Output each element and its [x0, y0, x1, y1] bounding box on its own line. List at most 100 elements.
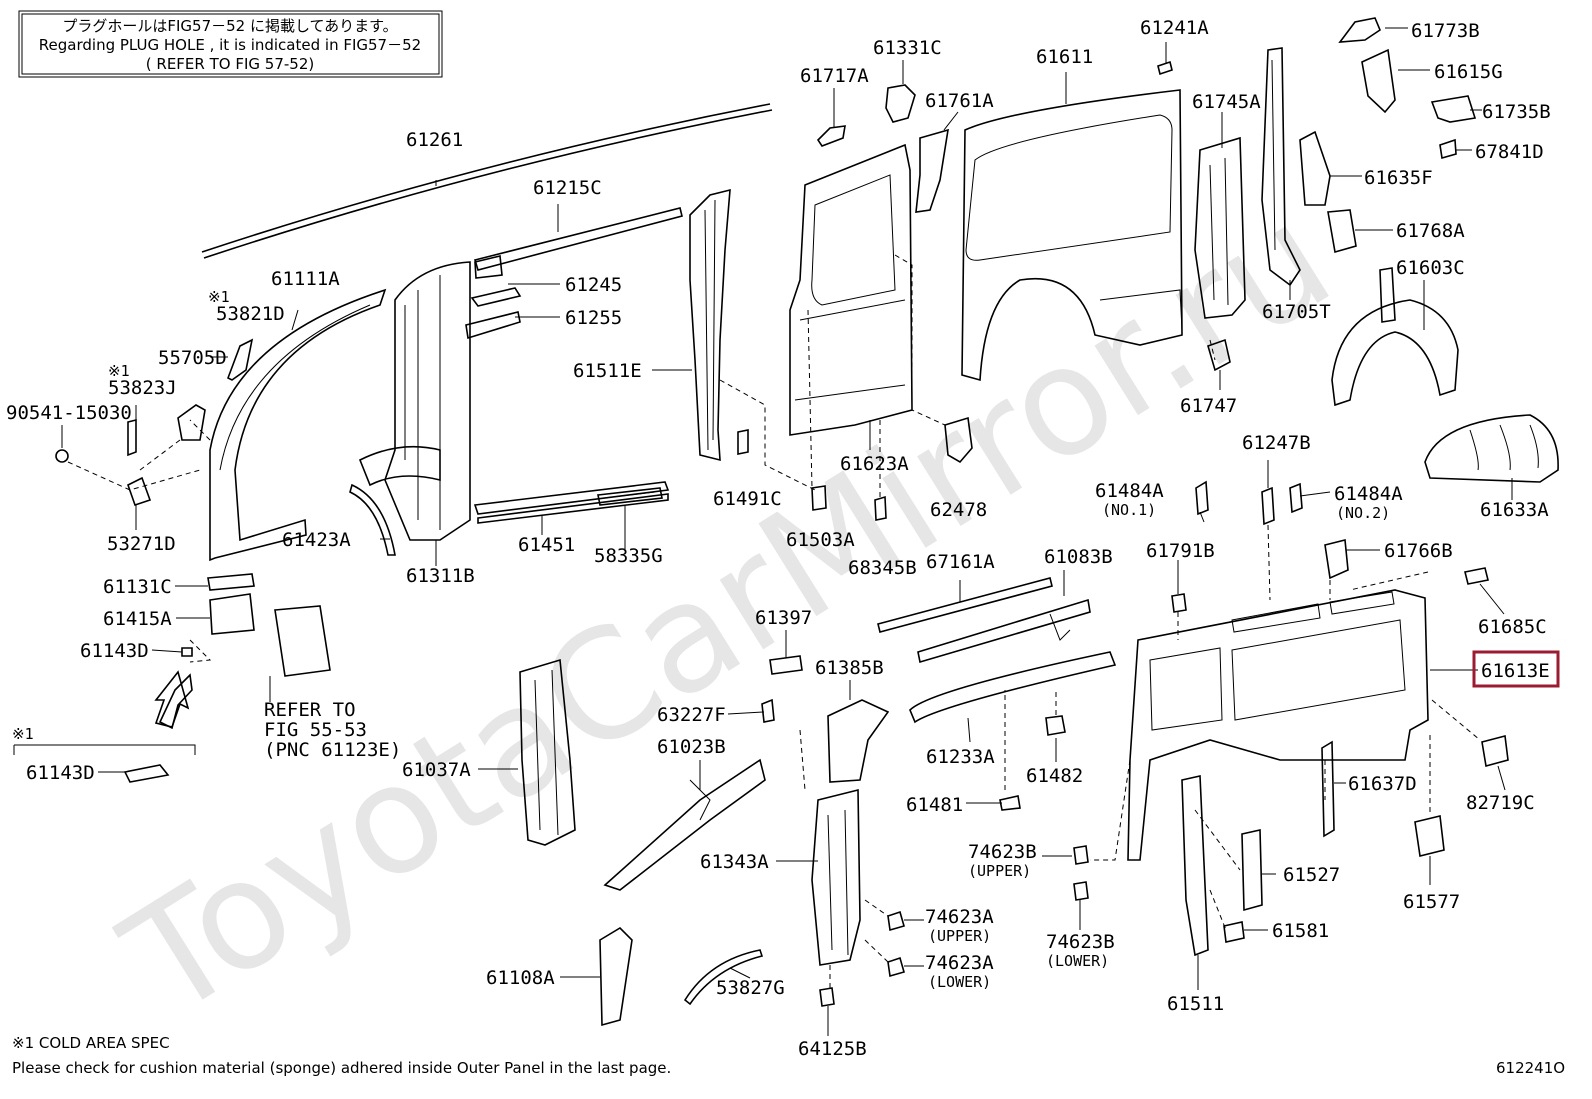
label-61613E[interactable]: 61613E: [1481, 660, 1550, 682]
part-61311B-center-pillar: [358, 261, 471, 541]
label-61581[interactable]: 61581: [1272, 920, 1329, 942]
label-61577[interactable]: 61577: [1403, 891, 1460, 913]
label-61255[interactable]: 61255: [565, 307, 622, 329]
label-61527[interactable]: 61527: [1283, 864, 1340, 886]
label-61791B[interactable]: 61791B: [1146, 540, 1215, 562]
label-74623A-upper[interactable]: 74623A: [925, 906, 994, 928]
label-61484A-no2[interactable]: 61484A: [1334, 483, 1403, 505]
part-61685C-clip: [1464, 567, 1489, 585]
label-61451[interactable]: 61451: [518, 534, 575, 556]
part-61343A-pillar: [811, 788, 861, 966]
label-64125B[interactable]: 64125B: [798, 1038, 867, 1060]
label-61215C[interactable]: 61215C: [533, 177, 602, 199]
label-61023B[interactable]: 61023B: [657, 736, 726, 758]
label-55705D[interactable]: 55705D: [158, 347, 227, 369]
label-61111A[interactable]: 61111A: [271, 268, 340, 290]
label-53821D[interactable]: 53821D: [216, 303, 285, 325]
part-61255-bracket: [465, 311, 521, 340]
part-labels: 61261 61111A ※1 53821D 55705D ※1 53823J …: [6, 17, 1560, 1060]
label-61397[interactable]: 61397: [755, 607, 812, 629]
label-61143D-cold[interactable]: 61143D: [26, 762, 95, 784]
label-61623A[interactable]: 61623A: [840, 453, 909, 475]
part-61484A-clip-2: [1289, 482, 1303, 514]
label-82719C[interactable]: 82719C: [1466, 792, 1535, 814]
part-61768A-bracket: [1327, 209, 1357, 254]
label-61705T[interactable]: 61705T: [1262, 301, 1331, 323]
label-61503A[interactable]: 61503A: [786, 529, 855, 551]
label-61747[interactable]: 61747: [1180, 395, 1237, 417]
label-61615G[interactable]: 61615G: [1434, 61, 1503, 83]
label-61484A-no1-sub: (NO.1): [1102, 501, 1156, 519]
part-61397-bracket: [769, 655, 803, 675]
label-63227F[interactable]: 63227F: [657, 704, 726, 726]
label-61245[interactable]: 61245: [565, 274, 622, 296]
label-61241A[interactable]: 61241A: [1140, 17, 1209, 39]
label-61311B[interactable]: 61311B: [406, 565, 475, 587]
label-61481[interactable]: 61481: [906, 794, 963, 816]
label-74623A-lower-sub: (LOWER): [928, 973, 991, 991]
part-53827G-moulding: [683, 949, 764, 1006]
label-61766B[interactable]: 61766B: [1384, 540, 1453, 562]
label-61685C[interactable]: 61685C: [1478, 616, 1547, 638]
label-61083B[interactable]: 61083B: [1044, 546, 1113, 568]
part-61791B-clip: [1171, 593, 1187, 613]
part-61484A-clip-1: [1195, 480, 1209, 516]
label-61611[interactable]: 61611: [1036, 46, 1093, 68]
label-61131C[interactable]: 61131C: [103, 576, 172, 598]
label-74623B-lower[interactable]: 74623B: [1046, 931, 1115, 953]
part-61481-bracket: [999, 795, 1021, 811]
label-61331C[interactable]: 61331C: [873, 37, 942, 59]
label-61385B[interactable]: 61385B: [815, 657, 884, 679]
label-61633A[interactable]: 61633A: [1480, 499, 1549, 521]
part-61108A-pillar-piece: [599, 926, 633, 1027]
part-61023B-reinforcement: [603, 758, 766, 891]
label-53271D[interactable]: 53271D: [107, 533, 176, 555]
label-61482[interactable]: 61482: [1026, 765, 1083, 787]
label-61108A[interactable]: 61108A: [486, 967, 555, 989]
part-62478-bracket: [944, 416, 973, 464]
part-61482-bracket: [1045, 715, 1066, 736]
label-61603C[interactable]: 61603C: [1396, 257, 1465, 279]
label-61511E[interactable]: 61511E: [573, 360, 642, 382]
label-61343A[interactable]: 61343A: [700, 851, 769, 873]
label-90541-15030[interactable]: 90541-15030: [6, 402, 132, 424]
label-61484A-no1[interactable]: 61484A: [1095, 480, 1164, 502]
label-74623A-lower[interactable]: 74623A: [925, 952, 994, 974]
part-61511E-pillar: [689, 188, 731, 462]
label-67841D[interactable]: 67841D: [1475, 141, 1544, 163]
label-61247B[interactable]: 61247B: [1242, 432, 1311, 454]
label-61735B[interactable]: 61735B: [1482, 101, 1551, 123]
label-74623B-upper[interactable]: 74623B: [968, 841, 1037, 863]
label-61491C[interactable]: 61491C: [713, 488, 782, 510]
label-61484A-no2-sub: (NO.2): [1336, 504, 1390, 522]
label-61511[interactable]: 61511: [1167, 993, 1224, 1015]
label-61717A[interactable]: 61717A: [800, 65, 869, 87]
label-61143D[interactable]: 61143D: [80, 640, 149, 662]
label-61261[interactable]: 61261: [406, 129, 463, 151]
part-61241A-clip: [1157, 60, 1173, 76]
label-58335G[interactable]: 58335G: [594, 545, 663, 567]
cold-area-note: ※1 COLD AREA SPEC: [12, 1034, 170, 1052]
label-61037A[interactable]: 61037A: [402, 759, 471, 781]
label-61233A[interactable]: 61233A: [926, 746, 995, 768]
part-61451-rocker: [473, 481, 670, 524]
label-61745A[interactable]: 61745A: [1192, 91, 1261, 113]
part-61527-bracket: [1241, 829, 1263, 912]
label-53827G[interactable]: 53827G: [716, 977, 785, 999]
label-68345B[interactable]: 68345B: [848, 557, 917, 579]
label-61415A[interactable]: 61415A: [103, 608, 172, 630]
refer-to-line1: REFER TO: [264, 699, 356, 721]
label-61637D[interactable]: 61637D: [1348, 773, 1417, 795]
label-61423A[interactable]: 61423A: [282, 529, 351, 551]
label-61761A[interactable]: 61761A: [925, 90, 994, 112]
highlight-box-61613E: [1472, 650, 1560, 688]
label-61773B[interactable]: 61773B: [1411, 20, 1480, 42]
label-61768A[interactable]: 61768A: [1396, 220, 1465, 242]
label-53823J[interactable]: 53823J: [108, 377, 177, 399]
label-67161A[interactable]: 67161A: [926, 551, 995, 573]
label-61635F[interactable]: 61635F: [1364, 167, 1433, 189]
label-62478[interactable]: 62478: [930, 499, 987, 521]
part-61245-bracket: [470, 287, 522, 307]
footer-notes: ※1 COLD AREA SPEC Please check for cushi…: [12, 1034, 1565, 1077]
